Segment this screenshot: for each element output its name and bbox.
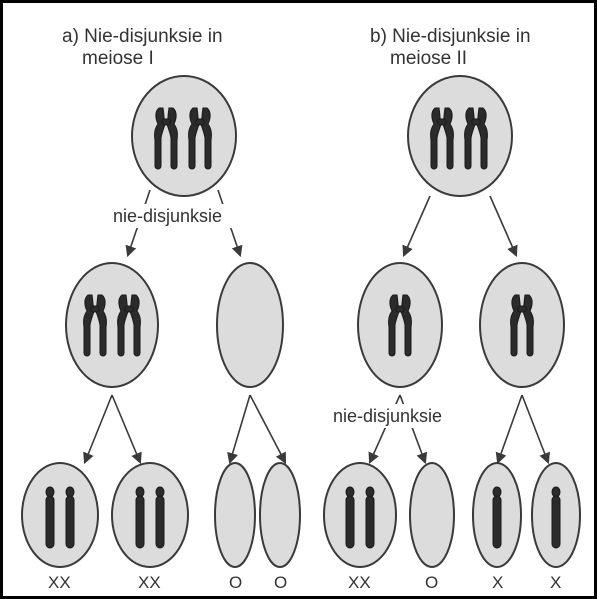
panel-a-title-line1: a) Nie-disjunksie in: [62, 26, 223, 47]
frame-top: [0, 0, 597, 3]
panel-a-gamete-3: [215, 463, 255, 567]
panel-a-daughter-cell-empty: [217, 263, 283, 387]
panel-a-daughter-cell-full: [66, 263, 158, 387]
panel-b-gamete-2-label: O: [425, 573, 438, 592]
panel-a-arrow-g1: [85, 395, 112, 462]
frame-left: [0, 0, 3, 599]
panel-b-nondisjunction-label: nie-disjunksie: [333, 406, 442, 426]
panel-b-gamete-1: [324, 463, 396, 567]
panel-b-arrow-g4: [522, 395, 548, 462]
panel-a-gamete-1-label: XX: [48, 573, 71, 592]
panel-a-gamete-2-label: XX: [138, 573, 161, 592]
panel-a: a) Nie-disjunksie in meiose I nie-disjun…: [22, 26, 300, 592]
panel-a-nondisjunction-label: nie-disjunksie: [113, 206, 222, 226]
panel-b-gamete-3: [473, 463, 521, 567]
panel-b-arrow-g3: [498, 395, 522, 462]
panel-b-daughter-cell-left: [358, 263, 442, 387]
panel-a-arrow-g3: [230, 395, 250, 462]
panel-b-gamete-3-label: X: [492, 573, 503, 592]
panel-a-arrow-g2: [112, 395, 140, 462]
panel-b-title-line1: b) Nie-disjunksie in: [370, 26, 531, 47]
panel-a-parent-cell: [132, 76, 236, 196]
panel-a-title-line2: meiose I: [82, 48, 154, 69]
panel-b-parent-cell: [408, 76, 512, 196]
panel-a-gamete-1: [22, 463, 98, 567]
panel-a-gamete-2: [112, 463, 188, 567]
panel-b-gamete-4-label: X: [550, 573, 561, 592]
panel-b: b) Nie-disjunksie in meiose II nie-disju…: [324, 26, 580, 592]
panel-b-gamete-1-label: XX: [348, 573, 371, 592]
panel-b-arrow-right: [490, 196, 516, 255]
panel-a-gamete-4-label: O: [274, 573, 287, 592]
panel-b-gamete-2: [410, 463, 454, 567]
panel-b-daughter-cell-right: [480, 263, 564, 387]
panel-b-arrow-left: [404, 196, 430, 255]
panel-a-arrow-g4: [250, 395, 285, 462]
panel-b-title-line2: meiose II: [390, 48, 467, 69]
panel-b-gamete-4: [532, 463, 580, 567]
panel-a-gamete-3-label: O: [229, 573, 242, 592]
panel-a-gamete-4: [260, 463, 300, 567]
